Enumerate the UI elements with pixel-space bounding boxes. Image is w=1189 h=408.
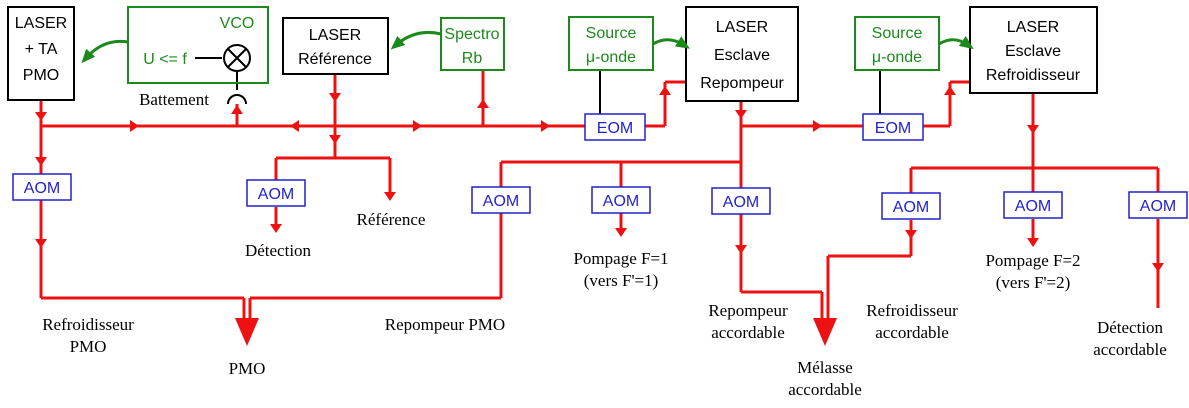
arrow-to-eom2 (813, 120, 822, 132)
source2-line1: Source (872, 25, 923, 42)
pompage-f2-line1: Pompage F=2 (985, 251, 1080, 270)
aom-pompage-f1-box (591, 186, 651, 214)
arrow-main-right-3 (541, 120, 550, 132)
arrow-pmo-down-3 (35, 239, 47, 248)
laser-pmo-line1: LASER (15, 15, 67, 32)
pompage-f1-line2: (vers F'=1) (584, 271, 659, 290)
eom2-label: EOM (875, 120, 911, 137)
vco-servo-box (127, 6, 269, 84)
arrow-pmo-down-1 (35, 112, 47, 121)
laser-pmo-box (7, 6, 75, 101)
laser-repompeur-line2: Esclave (714, 47, 770, 64)
aom-detection-box (246, 179, 306, 207)
reference-label: Référence (357, 210, 426, 229)
photodiode-icon (227, 94, 247, 105)
detection-acc-line1: Détection (1097, 318, 1164, 337)
arrow-repompeur-acc (735, 245, 747, 254)
refroidisseur-acc-line1: Refroidisseur (866, 301, 958, 320)
vco-label: VCO (220, 15, 255, 32)
laser-repompeur-line1: LASER (716, 19, 768, 36)
aom-repompeur-pmo-box (471, 186, 531, 214)
repompeur-pmo-label: Repompeur PMO (385, 315, 505, 334)
eom1-label: EOM (597, 120, 633, 137)
pmo-label: PMO (229, 359, 266, 378)
arrow-reference (384, 192, 396, 201)
battement-label: Battement (139, 90, 209, 109)
arrow-ref-down-2 (329, 135, 341, 144)
aom-repompeur-pmo-label: AOM (483, 193, 519, 210)
spectro-line1: Spectro (444, 26, 499, 43)
spectro-line2: Rb (462, 50, 483, 67)
arrow-pmo-down-2 (35, 157, 47, 166)
laser-pmo-line2: + TA (25, 41, 58, 58)
aom-pompage-f2-label: AOM (1015, 198, 1051, 215)
aom-pompage-f1-label: AOM (603, 193, 639, 210)
aom-detection-acc-label: AOM (1140, 198, 1176, 215)
laser-refroidisseur-line3: Refroidisseur (986, 67, 1081, 84)
arrow-refroidisseur-acc (905, 230, 917, 239)
arrow-melasse-big (813, 318, 837, 346)
pompage-f2-line2: (vers F'=2) (996, 273, 1071, 292)
arrow-pmo-big (235, 318, 259, 346)
servo-label: U <= f (143, 51, 187, 68)
arrow-battement-up (231, 105, 243, 114)
arrow-pompage-f2 (1027, 238, 1039, 247)
aom-pompage-f2-box (1003, 191, 1063, 219)
arrow-pompage-f1 (615, 228, 627, 237)
laser-reference-line2: Référence (298, 51, 372, 68)
source2-to-refroidisseur-arrow (938, 36, 974, 50)
spectro-box (440, 17, 505, 71)
spectro-to-reference-arrow (390, 30, 442, 50)
arrow-detection (270, 224, 282, 233)
aom-refroidisseur-acc-label: AOM (893, 199, 929, 216)
arrow-detection-acc (1152, 263, 1164, 272)
arrow-eom1-up (659, 86, 671, 95)
laser-reference-box (282, 17, 389, 75)
arrow-main-right-2 (413, 120, 422, 132)
laser-refroidisseur-line1: LASER (1007, 19, 1059, 36)
arrow-ref-down-1 (329, 93, 341, 102)
detection-label: Détection (245, 241, 312, 260)
arrow-main-right-1 (130, 120, 139, 132)
eom2-box (862, 113, 924, 141)
repompeur-acc-line1: Repompeur (708, 301, 788, 320)
aom-repompeur-acc-label: AOM (723, 194, 759, 211)
melasse-acc-line2: accordable (788, 380, 862, 399)
refroidisseur-pmo-line2: PMO (70, 337, 107, 356)
repompeur-acc-line2: accordable (711, 323, 785, 342)
aom-pmo-box (12, 173, 72, 201)
aom-detection-acc-box (1128, 191, 1188, 219)
source2-line2: μ-onde (872, 49, 922, 66)
servo-to-pmo-arrow (81, 39, 129, 64)
refroidisseur-pmo-line1: Refroidisseur (42, 315, 134, 334)
source1-to-repompeur-arrow (652, 36, 690, 49)
arrow-refroidisseur-down (1027, 125, 1039, 134)
melasse-acc-line1: Mélasse (797, 358, 853, 377)
laser-repompeur-line3: Repompeur (700, 75, 784, 92)
pompage-f1-line1: Pompage F=1 (573, 249, 668, 268)
arrow-repompeur-down (735, 110, 747, 119)
arrow-eom2-up (944, 86, 956, 95)
source1-line2: μ-onde (586, 49, 636, 66)
aom-pmo-label: AOM (24, 180, 60, 197)
aom-repompeur-acc-box (711, 187, 771, 215)
aom-refroidisseur-acc-box (881, 192, 941, 220)
laser-refroidisseur-line2: Esclave (1005, 43, 1061, 60)
arrow-main-left (290, 120, 299, 132)
refroidisseur-acc-line2: accordable (875, 323, 949, 342)
beam-arrows (35, 86, 1164, 346)
eom1-box (584, 113, 646, 141)
laser-reference-line1: LASER (309, 27, 361, 44)
laser-repompeur-box (685, 6, 799, 102)
detection-acc-line2: accordable (1093, 340, 1167, 359)
laser-refroidisseur-box (969, 6, 1098, 94)
arrow-spectro-up (477, 99, 489, 108)
vco-mixer-cross-2 (227, 48, 247, 68)
aom-detection-label: AOM (258, 186, 294, 203)
laser-pmo-line3: PMO (23, 67, 59, 84)
source1-line1: Source (586, 25, 637, 42)
